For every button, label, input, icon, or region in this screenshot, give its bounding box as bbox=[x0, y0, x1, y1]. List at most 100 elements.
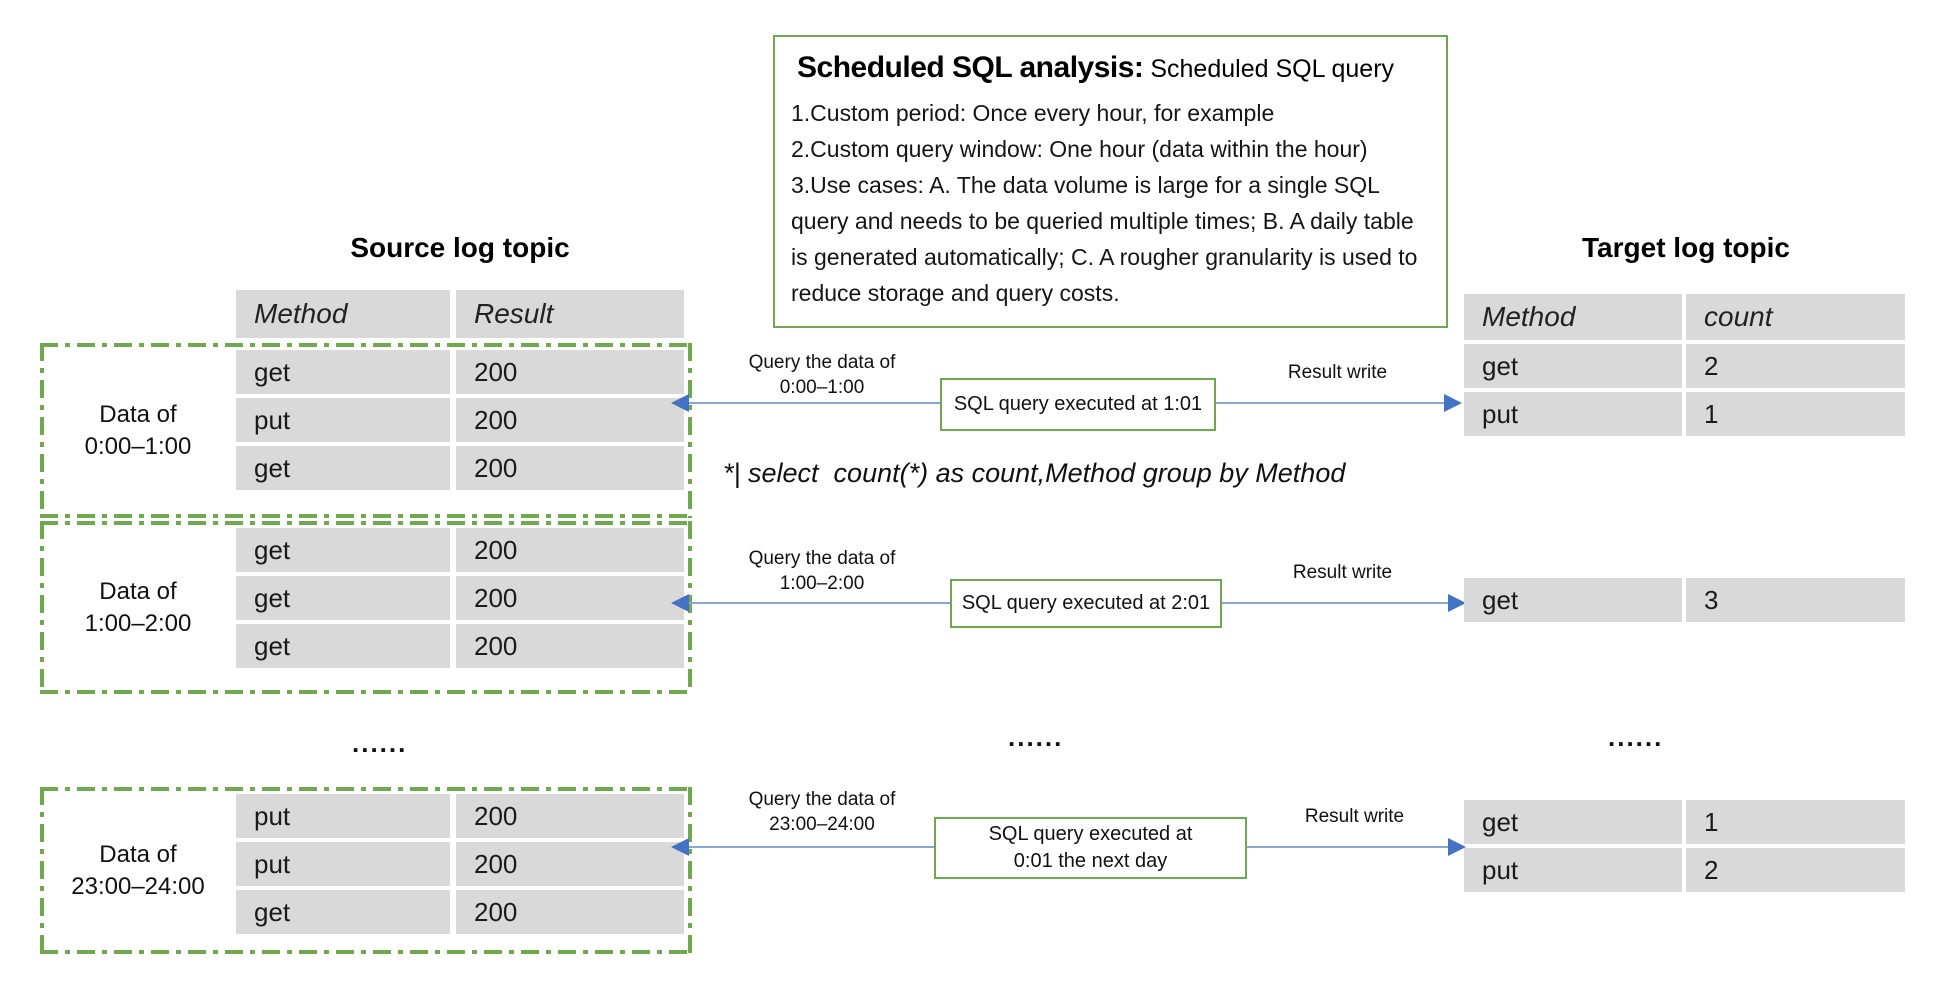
source-cell-method: get bbox=[236, 890, 450, 934]
target-cell-count: 1 bbox=[1686, 392, 1905, 436]
dashed-edge bbox=[688, 787, 692, 954]
dashed-edge bbox=[40, 950, 692, 954]
source-cell-result: 200 bbox=[456, 528, 684, 572]
arrow-left-icon bbox=[671, 838, 689, 856]
result-arrow-line bbox=[1247, 846, 1450, 848]
result-write-label-2: Result write bbox=[1292, 562, 1393, 583]
query-label-line1: Query the data of bbox=[748, 548, 896, 569]
source-section-title: Source log topic bbox=[350, 232, 570, 263]
result-arrow-line bbox=[1222, 602, 1450, 604]
dashed-edge bbox=[40, 521, 44, 694]
query-label-3: Query the data of 23:00–24:00 bbox=[732, 787, 912, 837]
dashed-edge bbox=[40, 787, 44, 954]
group-label-line2: 23:00–24:00 bbox=[71, 873, 205, 900]
source-cell-method: get bbox=[236, 576, 450, 620]
source-cell-method: get bbox=[236, 446, 450, 490]
query-label-1: Query the data of 0:00–1:00 bbox=[738, 350, 906, 400]
target-cell-count: 1 bbox=[1686, 800, 1905, 844]
arrow-right-icon bbox=[1448, 838, 1466, 856]
info-box-title: Scheduled SQL analysis: Scheduled SQL qu… bbox=[797, 51, 1430, 85]
query-label-line1: Query the data of bbox=[748, 789, 896, 810]
target-header-count: count bbox=[1686, 294, 1905, 340]
result-write-label-3: Result write bbox=[1304, 806, 1405, 827]
info-line-2: 2.Custom query window: One hour (data wi… bbox=[791, 136, 1368, 162]
target-ellipsis: ...... bbox=[1608, 722, 1664, 752]
group-label-line1: Data of bbox=[99, 578, 177, 605]
source-group-label-2: Data of 1:00–2:00 bbox=[46, 576, 230, 640]
query-label-line2: 23:00–24:00 bbox=[769, 814, 875, 835]
source-cell-result: 200 bbox=[456, 350, 684, 394]
group-label-line2: 0:00–1:00 bbox=[84, 433, 192, 460]
result-write-label-1: Result write bbox=[1287, 362, 1388, 383]
query-arrow-line bbox=[688, 402, 940, 404]
target-cell-count: 2 bbox=[1686, 848, 1905, 892]
query-label-line2: 1:00–2:00 bbox=[779, 573, 865, 594]
sql-query-box-2: SQL query executed at 2:01 bbox=[950, 579, 1222, 628]
source-cell-method: put bbox=[236, 794, 450, 838]
source-group-label-3: Data of 23:00–24:00 bbox=[46, 839, 230, 903]
sql-statement: *| select count(*) as count,Method group… bbox=[723, 458, 1346, 488]
query-label-line1: Query the data of bbox=[748, 352, 896, 373]
dashed-edge bbox=[40, 343, 44, 518]
target-cell-count: 2 bbox=[1686, 344, 1905, 388]
target-cell-method: get bbox=[1464, 800, 1682, 844]
middle-ellipsis: ...... bbox=[1008, 722, 1064, 752]
arrow-left-icon bbox=[671, 394, 689, 412]
target-section-title: Target log topic bbox=[1582, 232, 1790, 263]
source-cell-result: 200 bbox=[456, 398, 684, 442]
info-box: Scheduled SQL analysis: Scheduled SQL qu… bbox=[773, 35, 1448, 328]
source-cell-method: get bbox=[236, 624, 450, 668]
target-cell-method: get bbox=[1464, 344, 1682, 388]
source-cell-result: 200 bbox=[456, 842, 684, 886]
source-window-1 bbox=[40, 343, 692, 518]
target-cell-method: put bbox=[1464, 848, 1682, 892]
query-arrow-line bbox=[688, 602, 950, 604]
query-label-2: Query the data of 1:00–2:00 bbox=[738, 546, 906, 596]
sql-query-box-text-line1: SQL query executed at bbox=[988, 823, 1193, 845]
dashed-edge bbox=[40, 690, 692, 694]
info-line-1: 1.Custom period: Once every hour, for ex… bbox=[791, 100, 1275, 126]
dashed-edge bbox=[688, 343, 692, 518]
source-cell-result: 200 bbox=[456, 794, 684, 838]
info-box-title-rest: Scheduled SQL query bbox=[1143, 55, 1395, 83]
arrow-right-icon bbox=[1448, 594, 1466, 612]
dashed-edge bbox=[40, 521, 692, 525]
group-label-line1: Data of bbox=[99, 841, 177, 868]
query-arrow-line bbox=[688, 846, 934, 848]
sql-query-box-1: SQL query executed at 1:01 bbox=[940, 378, 1216, 431]
source-window-3 bbox=[40, 787, 692, 954]
arrow-right-icon bbox=[1444, 394, 1462, 412]
dashed-edge bbox=[40, 787, 692, 791]
target-header-method: Method bbox=[1464, 294, 1682, 340]
source-cell-result: 200 bbox=[456, 624, 684, 668]
target-cell-method: get bbox=[1464, 578, 1682, 622]
source-ellipsis: ...... bbox=[352, 728, 408, 758]
arrow-left-icon bbox=[671, 594, 689, 612]
sql-query-box-3: SQL query executed at 0:01 the next day bbox=[934, 817, 1247, 879]
group-label-line1: Data of bbox=[99, 401, 177, 428]
sql-query-box-text: SQL query executed at 1:01 bbox=[953, 393, 1203, 415]
source-header-result: Result bbox=[456, 290, 684, 338]
group-label-line2: 1:00–2:00 bbox=[84, 610, 192, 637]
source-cell-method: get bbox=[236, 350, 450, 394]
target-cell-method: put bbox=[1464, 392, 1682, 436]
source-cell-result: 200 bbox=[456, 446, 684, 490]
source-cell-result: 200 bbox=[456, 576, 684, 620]
source-window-2 bbox=[40, 521, 692, 694]
query-label-line2: 0:00–1:00 bbox=[779, 377, 865, 398]
source-cell-method: put bbox=[236, 842, 450, 886]
sql-query-box-text: SQL query executed at 2:01 bbox=[961, 592, 1211, 614]
dashed-edge bbox=[688, 521, 692, 694]
source-cell-method: put bbox=[236, 398, 450, 442]
source-cell-result: 200 bbox=[456, 890, 684, 934]
info-line-3: 3.Use cases: A. The data volume is large… bbox=[791, 172, 1418, 306]
source-cell-method: get bbox=[236, 528, 450, 572]
result-arrow-line bbox=[1216, 402, 1446, 404]
source-header-method: Method bbox=[236, 290, 450, 338]
info-box-title-bold: Scheduled SQL analysis: bbox=[797, 51, 1144, 84]
source-group-label-1: Data of 0:00–1:00 bbox=[46, 399, 230, 463]
sql-query-box-text-line2: 0:01 the next day bbox=[1013, 850, 1168, 872]
dashed-edge bbox=[40, 514, 692, 518]
target-cell-count: 3 bbox=[1686, 578, 1905, 622]
